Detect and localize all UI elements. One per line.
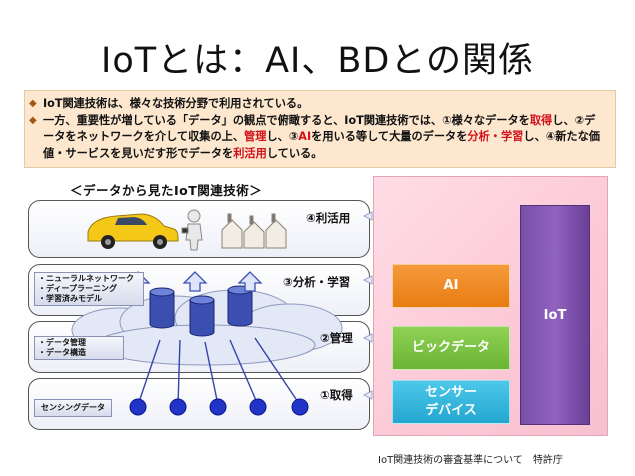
tag-data-management: ・データ管理 — [38, 338, 86, 347]
tags-analyze: ・ニューラルネットワーク ・ディープラーニング ・学習済みモデル — [34, 272, 144, 306]
bullet-1: IoT関連技術は、様々な技術分野で利用されている。 — [29, 96, 605, 113]
bullet-2-text: し、②データをネットワークを介して収集の上、 — [43, 113, 596, 144]
tag-trained-model: ・学習済みモデル — [38, 294, 102, 303]
highlight-utilize: 利活用 — [233, 146, 267, 160]
summary-box: IoT関連技術は、様々な技術分野で利用されている。 一方、重要性が増している「デ… — [24, 90, 616, 168]
highlight-acquire: 取得 — [529, 113, 553, 127]
sensor-label: センサー — [424, 385, 477, 400]
bigdata-box: ビックデータ — [392, 326, 510, 370]
bullet-1-text: IoT関連技術は、様々な技術分野で利用されている。 — [43, 97, 309, 110]
slide-title: IoTとは：AI、BDとの関係 — [101, 41, 534, 81]
tag-neural-network: ・ニューラルネットワーク — [38, 274, 134, 283]
bullet-2-text: している。 — [266, 146, 323, 160]
bullet-2-text: を用いる等して大量のデータを — [311, 130, 468, 143]
tag-sensing-data: センシングデータ — [34, 399, 112, 417]
bullet-2-text: し、④新たな価値・サービスを見いだす形でデータを — [43, 130, 600, 160]
iot-bar: IoT — [520, 205, 590, 425]
ai-box: AI — [392, 264, 510, 308]
bullet-2-text: し、③ — [266, 130, 299, 143]
highlight-analyze: 分析・学習 — [467, 130, 524, 143]
highlight-ai: AI — [298, 130, 312, 143]
source-credit: IoT関連技術の審査基準について 特許庁 — [378, 455, 563, 466]
device-label: デバイス — [425, 403, 477, 418]
tag-data-structure: ・データ構造 — [38, 348, 86, 357]
label-utilize: ④利活用 — [306, 211, 351, 225]
sensor-device-box: センサー デバイス — [392, 380, 510, 424]
layer-utilize — [28, 200, 370, 258]
label-acquire: ①取得 — [320, 388, 353, 402]
tag-deep-learning: ・ディープラーニング — [38, 284, 117, 293]
highlight-manage: 管理 — [244, 130, 267, 143]
label-analyze: ③分析・学習 — [283, 275, 351, 289]
bullet-2-text: 一方、重要性が増している「データ」の観点で俯瞰すると、IoT関連技術では、①様々… — [43, 113, 530, 127]
tags-manage: ・データ管理 ・データ構造 — [34, 336, 124, 360]
bullet-2: 一方、重要性が増している「データ」の観点で俯瞰すると、IoT関連技術では、①様々… — [29, 113, 605, 163]
diagram-title: ＜データから見たIoT関連技術＞ — [70, 183, 263, 198]
label-manage: ②管理 — [320, 331, 353, 345]
